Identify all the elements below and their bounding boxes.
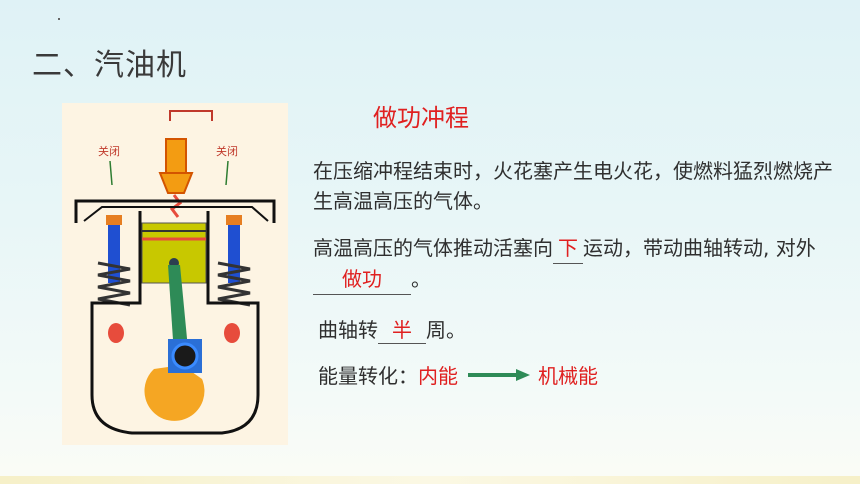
exhaust-valve-stem [228,225,240,283]
energy-to: 机械能 [538,364,598,388]
bottom-band [0,476,860,484]
spark-plug [165,138,187,174]
intake-valve-stem [108,225,120,283]
blank-work: 做功 [313,264,411,295]
blank-direction: 下 [553,233,583,264]
exhaust-cam [224,323,240,343]
stroke-title: 做功冲程 [373,104,469,132]
spark-plug-wire [169,110,213,121]
p2-suffix: 。 [411,267,431,291]
exhaust-valve-head [226,215,242,225]
valve-right-label: 关闭 [216,144,238,158]
cylinder-head [74,199,276,223]
decorative-dot [58,18,60,20]
exhaust-spring [217,261,251,307]
engine-diagram: 关闭 关闭 [62,103,288,445]
p2-prefix: 高温高压的气体推动活塞向 [313,236,553,260]
intake-cam [108,323,124,343]
paragraph-combustion: 在压缩冲程结束时，火花塞产生电火花，使燃料猛烈燃烧产生高温高压的气体。 [313,159,833,213]
crank-counterweight [144,365,205,421]
paragraph-piston: 高温高压的气体推动活塞向下运动，带动曲轴转动, 对外做功。 [313,233,833,295]
slide-title: 二、汽油机 [32,48,187,83]
valve-left-label: 关闭 [98,144,120,158]
spark-plug-tip [158,172,194,194]
energy-conversion-line: 能量转化： 内能 机械能 [318,360,598,389]
crank-prefix: 曲轴转 [318,318,378,342]
p2-middle: 运动，带动曲轴转动, 对外 [583,236,816,260]
cylinder-chamber [83,206,269,222]
intake-valve-head [106,215,122,225]
crank-rotation-line: 曲轴转半周。 [318,314,466,344]
energy-prefix: 能量转化： [318,364,418,388]
crankshaft [171,342,199,370]
energy-from: 内能 [418,364,458,388]
intake-spring [97,261,131,307]
crank-suffix: 周。 [426,318,466,342]
valve-right-arrow [225,160,229,186]
connecting-rod [168,265,188,355]
crankcase [90,211,260,435]
valve-left-arrow [109,160,113,186]
engine-diagram-svg: 关闭 关闭 [74,110,276,435]
blank-rotation: 半 [378,314,426,344]
arrow-right-icon [468,363,530,387]
